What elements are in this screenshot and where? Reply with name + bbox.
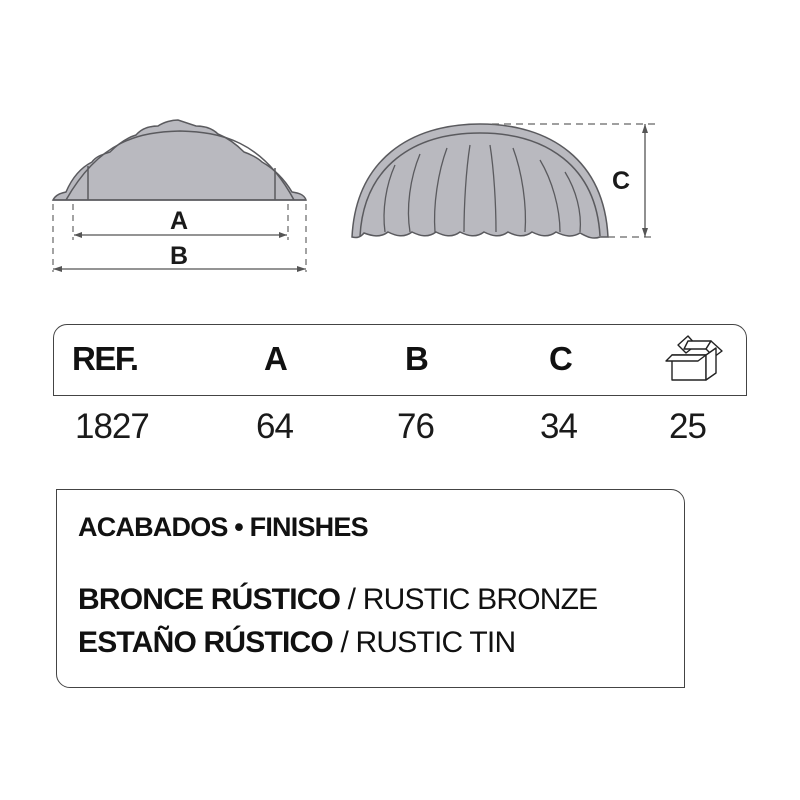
finishes-box xyxy=(56,489,685,688)
header-c: C xyxy=(549,340,573,377)
header-a: A xyxy=(264,340,288,377)
dimension-label-c: C xyxy=(612,167,630,195)
finish-separator: / xyxy=(332,626,356,659)
header-b: B xyxy=(405,340,429,377)
finish-item: ESTAÑO RÚSTICO / RUSTIC TIN xyxy=(78,626,517,660)
box-open-icon xyxy=(665,335,723,381)
cup-pull-side-shell xyxy=(351,123,609,239)
ref-table-header-box xyxy=(53,324,747,396)
value-a: 64 xyxy=(256,407,294,446)
finish-name-en: RUSTIC TIN xyxy=(355,626,517,659)
value-ref: 1827 xyxy=(75,407,150,446)
finish-separator: / xyxy=(340,583,363,616)
dimension-label-a: A xyxy=(170,207,188,235)
finish-name-en: RUSTIC BRONZE xyxy=(362,583,598,616)
finish-name-es: ESTAÑO RÚSTICO xyxy=(78,626,334,659)
value-c: 34 xyxy=(540,407,578,446)
value-b: 76 xyxy=(397,407,435,446)
dimension-label-b: B xyxy=(170,242,188,270)
finishes-title: ACABADOS • FINISHES xyxy=(78,512,369,542)
finish-item: BRONCE RÚSTICO / RUSTIC BRONZE xyxy=(78,583,598,617)
value-box-qty: 25 xyxy=(669,407,707,446)
cup-pull-outer-shell xyxy=(51,119,308,201)
finish-name-es: BRONCE RÚSTICO xyxy=(78,583,341,616)
header-ref: REF. xyxy=(72,340,139,377)
